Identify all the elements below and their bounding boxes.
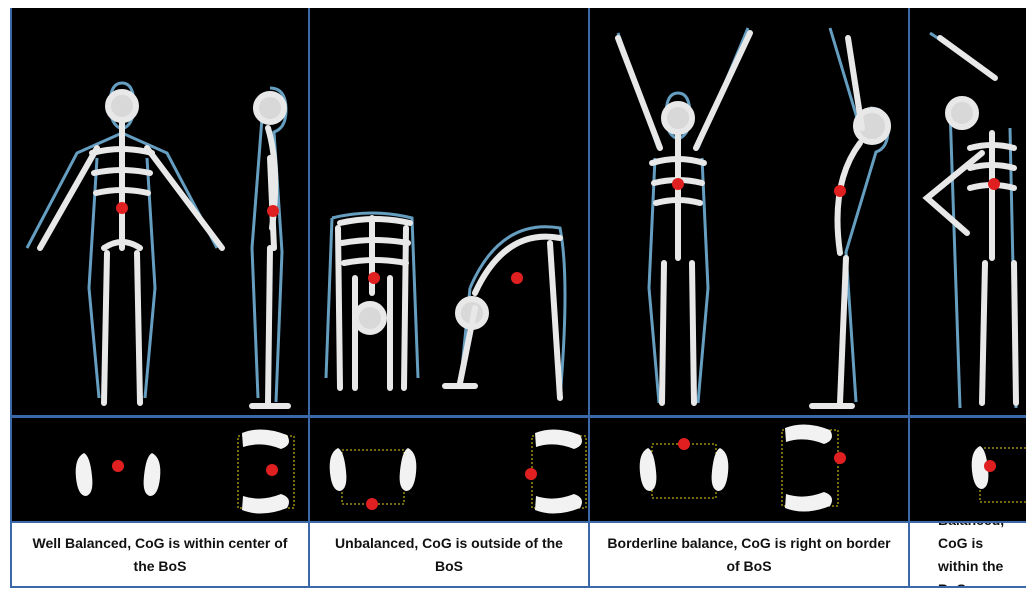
skeleton-view xyxy=(910,8,1026,415)
bos-footprint xyxy=(910,418,1026,521)
skeleton-view xyxy=(590,8,908,415)
caption-unbalanced: Unbalanced, CoG is outside of the BoS xyxy=(310,523,588,588)
panel-well-balanced: Well Balanced, CoG is within center of t… xyxy=(10,8,308,588)
panel-unbalanced: Unbalanced, CoG is outside of the BoS xyxy=(308,8,588,588)
caption-well-balanced: Well Balanced, CoG is within center of t… xyxy=(12,523,308,588)
balance-figure: Well Balanced, CoG is within center of t… xyxy=(10,8,1026,588)
skeleton-view xyxy=(310,8,588,415)
panel-borderline: Borderline balance, CoG is right on bord… xyxy=(588,8,908,588)
skeleton-view xyxy=(12,8,308,415)
bos-footprint xyxy=(310,418,588,521)
caption-balanced: Balanced, CoG is within the BoS xyxy=(910,523,1026,588)
cog-marker-front xyxy=(116,202,128,214)
cog-marker-side xyxy=(267,205,279,217)
panel-balanced: Balanced, CoG is within the BoS xyxy=(908,8,1026,588)
bos-footprint xyxy=(590,418,908,521)
caption-borderline: Borderline balance, CoG is right on bord… xyxy=(590,523,908,588)
bos-footprint xyxy=(12,418,308,521)
